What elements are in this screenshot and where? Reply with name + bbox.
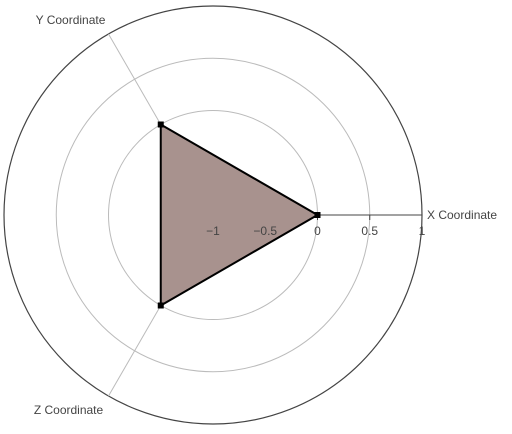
angular-axis-label: Z Coordinate <box>34 403 104 417</box>
data-layer <box>157 121 321 309</box>
series-polygon <box>159 122 320 308</box>
radial-tick-label: −1 <box>206 224 220 238</box>
angular-axis-label: X Coordinate <box>427 208 497 222</box>
data-point-marker <box>314 212 321 218</box>
data-point-marker <box>157 121 164 128</box>
label-layer: −1 −0.5 0 0.5 1X Coordinate Y Coordinate Z Coo… <box>34 13 498 417</box>
radial-tick-label: 0.5 <box>361 224 378 238</box>
radial-tick-label: −0.5 <box>253 224 277 238</box>
radial-tick-label: 0 <box>314 224 321 238</box>
data-point-marker <box>157 302 164 309</box>
radial-tick-label: 1 <box>419 224 426 238</box>
angular-axis-label: Y Coordinate <box>36 13 106 27</box>
